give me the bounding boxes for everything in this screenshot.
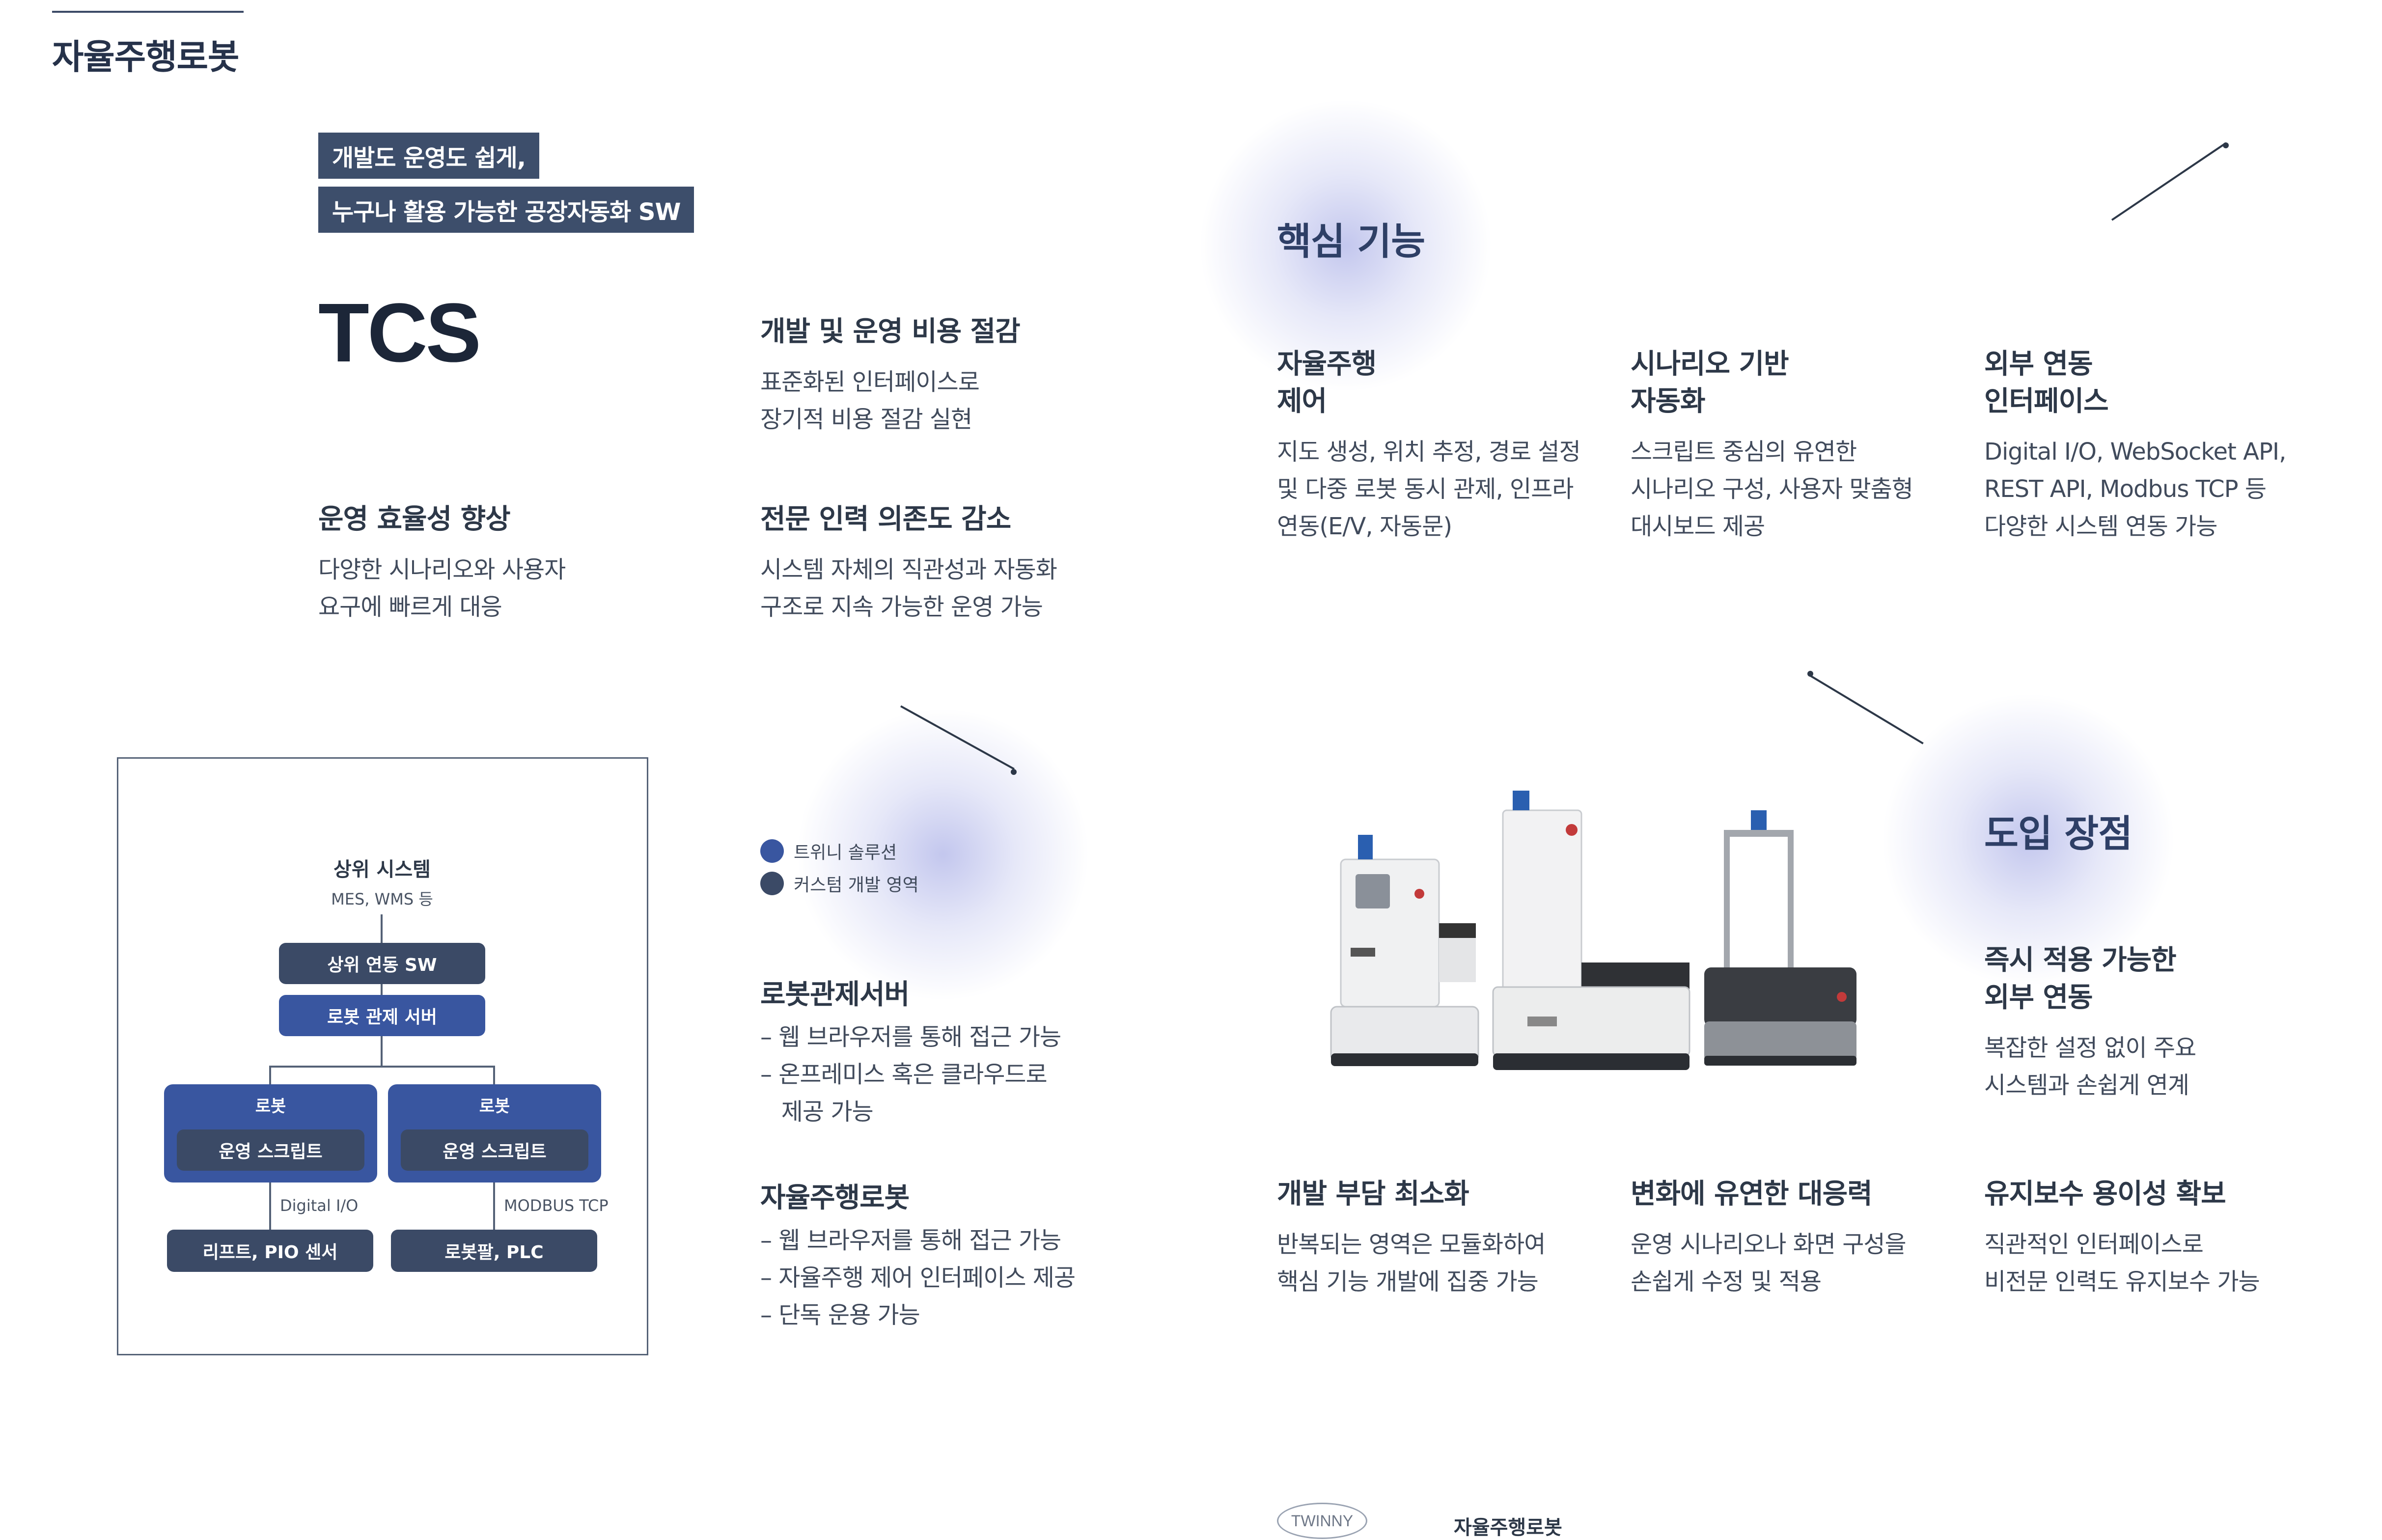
header-rule <box>52 11 244 13</box>
component-title: 자율주행로봇 <box>760 1182 910 1214</box>
tagline-1: 개발도 운영도 쉽게, <box>318 133 539 179</box>
component-server: 로봇관제서버 – 웹 브라우저를 통해 접근 가능 – 온프레미스 혹은 클라우… <box>760 976 1061 1130</box>
diagram-connector <box>269 1066 495 1068</box>
left-protocol: Digital I/O <box>280 1196 359 1215</box>
adoption-item-desc: 복잡한 설정 없이 주요 시스템과 손쉽게 연계 <box>1984 1034 2196 1099</box>
diagram-connector <box>269 1182 271 1230</box>
component-robot: 자율주행로봇 – 웹 브라우저를 통해 접근 가능 – 자율주행 제어 인터페이… <box>760 1180 1076 1334</box>
core-item-title: 외부 연동 인터페이스 <box>1984 348 2109 417</box>
adoption-heading-glow <box>1881 692 2176 987</box>
core-item-title: 시나리오 기반 자동화 <box>1631 348 1789 417</box>
core-item-desc: Digital I/O, WebSocket API, REST API, Mo… <box>1984 438 2286 540</box>
robot-2 <box>1492 791 1690 1070</box>
decor-line <box>2111 142 2227 221</box>
adoption-item-title: 유지보수 용이성 확보 <box>1984 1178 2226 1210</box>
diagram-connector <box>269 1066 271 1084</box>
footer-label: 자율주행로봇 <box>1454 1516 1562 1539</box>
robot-label: 로봇 <box>479 1096 510 1116</box>
diagram-connector <box>493 1182 495 1230</box>
benefit-title: 운영 효율성 향상 <box>318 503 511 535</box>
diagram-server-box: 로봇 관제 서버 <box>279 995 485 1036</box>
benefit-desc: 표준화된 인터페이스로 장기적 비용 절감 실현 <box>760 368 980 433</box>
benefit-title: 개발 및 운영 비용 절감 <box>760 316 1021 348</box>
architecture-diagram <box>117 757 648 1355</box>
benefit-desc: 다양한 시나리오와 사용자 요구에 빠르게 대응 <box>318 556 566 621</box>
diagram-sw-box: 상위 연동 SW <box>279 943 485 984</box>
diagram-robot-right: 로봇 운영 스크립트 <box>388 1084 601 1182</box>
core-item-desc: 스크립트 중심의 유연한 시나리오 구성, 사용자 맞춤형 대시보드 제공 <box>1631 438 1913 540</box>
core-item-title: 자율주행 제어 <box>1277 348 1377 417</box>
diagram-connector <box>381 984 383 995</box>
right-protocol: MODBUS TCP <box>504 1196 609 1215</box>
decor-line <box>1809 675 1924 744</box>
adoption-item-desc: 반복되는 영역은 모듈화하여 핵심 기능 개발에 집중 가능 <box>1277 1231 1546 1295</box>
benefit-dependency: 전문 인력 의존도 감소 시스템 자체의 직관성과 자동화 구조로 지속 가능한… <box>760 501 1057 626</box>
adoption-item-flexibility: 변화에 유연한 대응력 운영 시나리오나 화면 구성을 손쉽게 수정 및 적용 <box>1631 1176 1907 1300</box>
core-heading-glow <box>1198 98 1493 393</box>
adoption-item-title: 변화에 유연한 대응력 <box>1631 1178 1873 1210</box>
adoption-item-title: 개발 부담 최소화 <box>1277 1178 1469 1210</box>
robot-label: 로봇 <box>255 1096 286 1116</box>
component-desc: – 웹 브라우저를 통해 접근 가능 – 온프레미스 혹은 클라우드로 제공 가… <box>760 1023 1061 1126</box>
adoption-item-maintenance: 유지보수 용이성 확보 직관적인 인터페이스로 비전문 인력도 유지보수 가능 <box>1984 1176 2260 1300</box>
adoption-item-desc: 직관적인 인터페이스로 비전문 인력도 유지보수 가능 <box>1984 1231 2260 1295</box>
decor-dot <box>2223 142 2229 148</box>
benefit-title: 전문 인력 의존도 감소 <box>760 503 1011 535</box>
benefit-cost: 개발 및 운영 비용 절감 표준화된 인터페이스로 장기적 비용 절감 실현 <box>760 313 1021 438</box>
diagram-robot-left: 로봇 운영 스크립트 <box>164 1084 377 1182</box>
component-desc: – 웹 브라우저를 통해 접근 가능 – 자율주행 제어 인터페이스 제공 – … <box>760 1227 1076 1329</box>
diagram-top-title: 상위 시스템 <box>333 858 431 881</box>
legend-label: 트위니 솔루션 <box>794 843 897 863</box>
robot-product-image <box>1330 791 1856 1070</box>
robot-3 <box>1704 810 1856 1066</box>
decor-dot <box>1807 671 1813 677</box>
section-label: 자율주행로봇 <box>52 37 239 77</box>
core-item-scenario: 시나리오 기반 자동화 스크립트 중심의 유연한 시나리오 구성, 사용자 맞춤… <box>1631 346 1913 545</box>
adoption-item-title: 즉시 적용 가능한 외부 연동 <box>1984 944 2177 1014</box>
script-box: 운영 스크립트 <box>401 1129 588 1171</box>
adoption-item-burden: 개발 부담 최소화 반복되는 영역은 모듈화하여 핵심 기능 개발에 집중 가능 <box>1277 1176 1546 1300</box>
legend-swatch-custom <box>760 872 784 895</box>
product-name: TCS <box>318 286 481 380</box>
diagram-connector <box>381 914 383 943</box>
component-title: 로봇관제서버 <box>760 979 910 1011</box>
core-item-driving: 자율주행 제어 지도 생성, 위치 추정, 경로 설정 및 다중 로봇 동시 관… <box>1277 346 1581 545</box>
benefit-efficiency: 운영 효율성 향상 다양한 시나리오와 사용자 요구에 빠르게 대응 <box>318 501 566 626</box>
core-heading: 핵심 기능 <box>1277 220 1425 263</box>
legend-swatch-solution <box>760 839 784 863</box>
diagram-connector <box>381 1036 383 1067</box>
diagram-connector <box>493 1066 495 1084</box>
tagline-2: 누구나 활용 가능한 공장자동화 SW <box>318 187 694 233</box>
decor-dot <box>1011 769 1017 775</box>
core-item-desc: 지도 생성, 위치 추정, 경로 설정 및 다중 로봇 동시 관제, 인프라 연… <box>1277 438 1581 540</box>
adoption-item-desc: 운영 시나리오나 화면 구성을 손쉽게 수정 및 적용 <box>1631 1231 1907 1295</box>
legend-glow <box>796 707 1090 1002</box>
script-box: 운영 스크립트 <box>177 1129 364 1171</box>
adoption-heading: 도입 장점 <box>1984 812 2133 855</box>
robot-1 <box>1330 835 1479 1066</box>
diagram-top-sub: MES, WMS 등 <box>331 890 433 908</box>
legend-item: 커스텀 개발 영역 <box>760 867 919 900</box>
adoption-item-integration: 즉시 적용 가능한 외부 연동 복잡한 설정 없이 주요 시스템과 손쉽게 연계 <box>1984 942 2196 1104</box>
legend-item: 트위니 솔루션 <box>760 835 919 867</box>
left-device-box: 리프트, PIO 센서 <box>167 1230 373 1272</box>
core-item-interface: 외부 연동 인터페이스 Digital I/O, WebSocket API, … <box>1984 346 2286 545</box>
legend: 트위니 솔루션 커스텀 개발 영역 <box>760 835 919 900</box>
benefit-desc: 시스템 자체의 직관성과 자동화 구조로 지속 가능한 운영 가능 <box>760 556 1057 621</box>
twinny-logo: TWINNY <box>1277 1503 1367 1539</box>
legend-label: 커스텀 개발 영역 <box>794 875 919 895</box>
right-device-box: 로봇팔, PLC <box>391 1230 597 1272</box>
